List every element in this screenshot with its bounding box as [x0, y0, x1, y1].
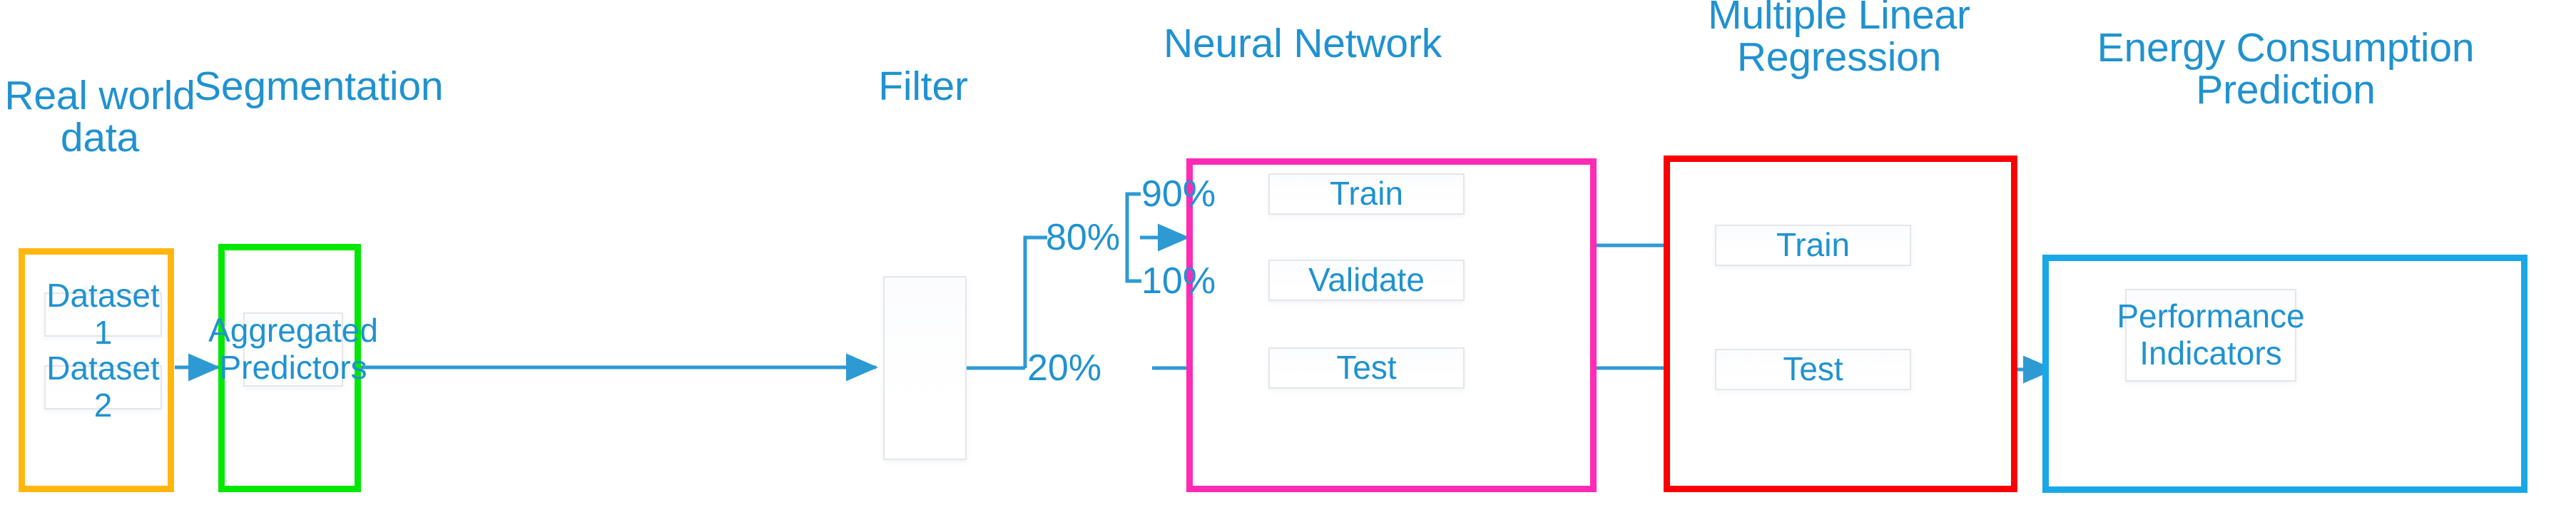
- split-label-90-percent: 90%: [1141, 173, 1216, 215]
- inner-box-nn-train[interactable]: Train: [1268, 173, 1465, 215]
- split-label-20-percent: 20%: [1027, 347, 1102, 389]
- stage-title-real-world-data: Real world data: [4, 73, 195, 160]
- inner-box-nn-validate[interactable]: Validate: [1268, 260, 1465, 301]
- inner-box-mlr-train[interactable]: Train: [1715, 225, 1911, 266]
- split-bracket-90-10-stem: [1125, 192, 1141, 283]
- split-bracket-80-20: [1023, 235, 1047, 368]
- group-box-multiple-linear-regression[interactable]: [1664, 155, 2017, 492]
- inner-box-nn-test[interactable]: Test: [1268, 347, 1465, 389]
- inner-box-filter[interactable]: [883, 276, 967, 460]
- inner-box-performance-indicators[interactable]: Performance Indicators: [2117, 289, 2305, 382]
- stage-title-energy-consumption-prediction: Energy Consumption Prediction: [2097, 25, 2475, 113]
- stage-title-filter: Filter: [878, 63, 968, 109]
- inner-box-mlr-test[interactable]: Test: [1715, 349, 1911, 390]
- inner-box-aggregated-predictors[interactable]: Aggregated Predictors: [208, 312, 378, 387]
- split-label-80-percent: 80%: [1046, 217, 1121, 258]
- split-label-10-percent: 10%: [1141, 260, 1216, 302]
- inner-box-dataset-2[interactable]: Dataset 2: [44, 350, 162, 424]
- stage-title-neural-network: Neural Network: [1164, 21, 1442, 66]
- stage-title-segmentation: Segmentation: [194, 63, 444, 109]
- stage-title-multiple-linear-regression: Multiple Linear Regression: [1708, 0, 1970, 80]
- inner-box-dataset-1[interactable]: Dataset 1: [44, 277, 162, 351]
